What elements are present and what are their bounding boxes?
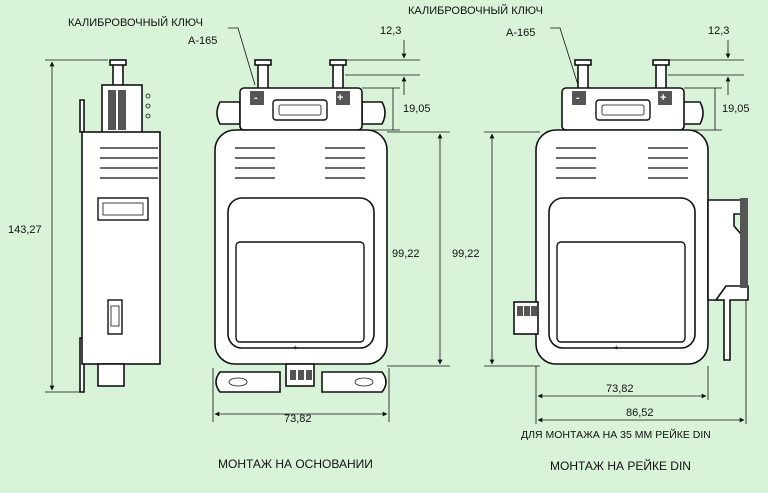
din-dim-73-label: 73,82 <box>606 383 634 395</box>
minus-sign: - <box>254 92 258 104</box>
din-calib-model-label: A-165 <box>506 27 535 39</box>
side-view <box>45 59 161 393</box>
caption-base: МОНТАЖ НА ОСНОВАНИИ <box>218 457 373 471</box>
caption-din: МОНТАЖ НА РЕЙКЕ DIN <box>550 458 691 473</box>
front-view-base <box>212 27 450 422</box>
din-dim-12-label: 12,3 <box>708 25 729 37</box>
dim-86-label: 86,52 <box>626 407 654 419</box>
front-pm-label: - + <box>288 343 298 352</box>
dim-19-label: 19,05 <box>403 103 431 115</box>
calib-model-label: A-165 <box>188 35 217 47</box>
din-pm-label: - + <box>609 343 619 352</box>
dim-12-label: 12,3 <box>380 25 401 37</box>
dim-143-label: 143,27 <box>8 224 42 236</box>
din-plus-sign: + <box>660 92 666 104</box>
din-calib-key-label: КАЛИБРОВОЧНЫЙ КЛЮЧ <box>408 4 543 17</box>
plus-sign: + <box>337 92 343 104</box>
din-minus-sign: - <box>576 92 580 104</box>
din-note-label: ДЛЯ МОНТАЖА НА 35 ММ РЕЙКЕ DIN <box>521 428 711 441</box>
calib-key-label: КАЛИБРОВОЧНЫЙ КЛЮЧ <box>68 16 203 29</box>
front-view-din <box>484 27 749 424</box>
din-dim-99-label: 99,22 <box>452 248 480 260</box>
dim-99-label: 99,22 <box>392 248 420 260</box>
dim-73-label: 73,82 <box>284 413 312 425</box>
din-dim-19-label: 19,05 <box>722 103 750 115</box>
